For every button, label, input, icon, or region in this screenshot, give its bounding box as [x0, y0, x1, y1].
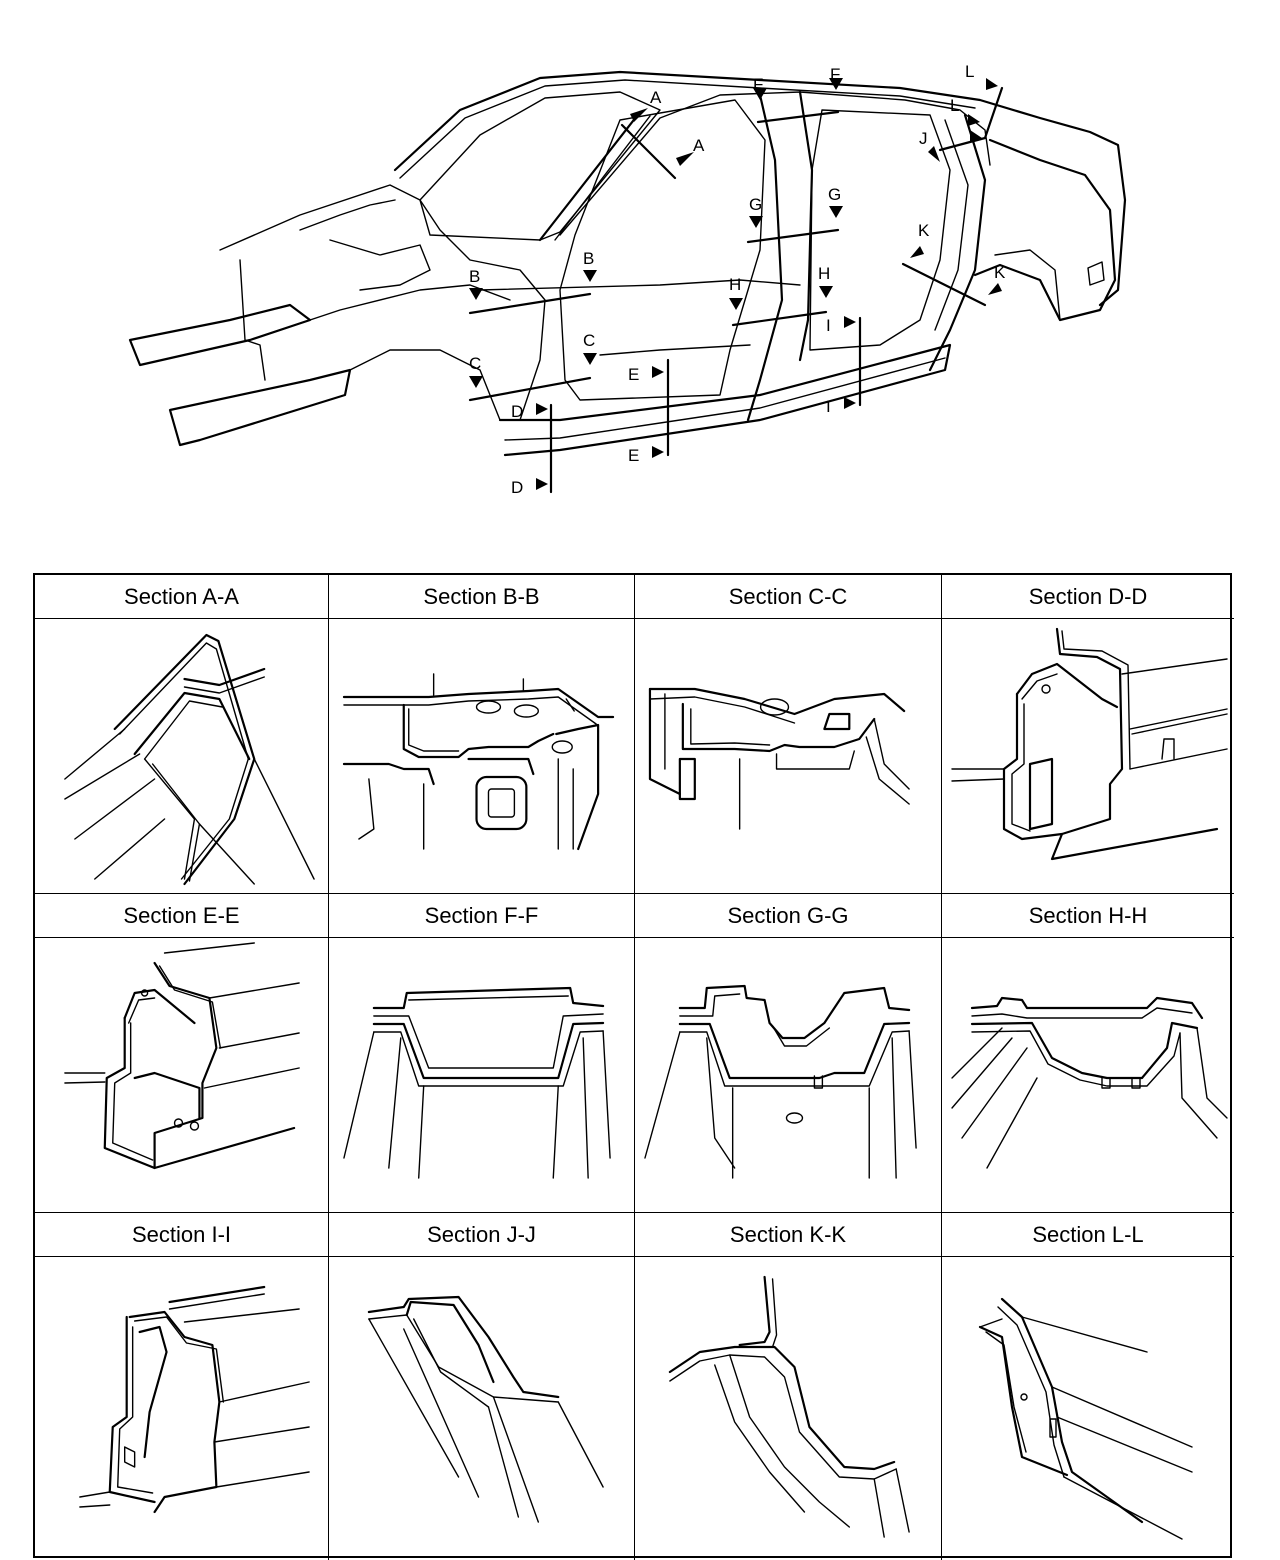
callout-label: I — [826, 397, 831, 416]
section-title: Section L-L — [942, 1213, 1234, 1257]
section-title: Section K-K — [635, 1213, 941, 1257]
callout-label: K — [994, 263, 1006, 282]
callout-label: G — [828, 185, 842, 204]
callout-label: D — [511, 402, 524, 421]
section-title: Section D-D — [942, 575, 1234, 619]
callout-label: H — [729, 275, 742, 294]
section-a-cell: Section A-A — [35, 575, 329, 894]
section-title: Section I-I — [35, 1213, 328, 1257]
section-g-drawing — [635, 938, 941, 1212]
body-shell-drawing — [128, 70, 1127, 494]
callout-label: E — [628, 446, 640, 465]
section-l-drawing — [942, 1257, 1234, 1560]
section-e-drawing — [35, 938, 328, 1212]
section-d-cell: Section D-D — [942, 575, 1234, 894]
section-d-drawing — [942, 619, 1234, 893]
section-l-cell: Section L-L — [942, 1213, 1234, 1560]
section-j-drawing — [329, 1257, 634, 1560]
callout-label: L — [965, 62, 975, 81]
section-title: Section C-C — [635, 575, 941, 619]
section-k-drawing — [635, 1257, 941, 1560]
callout-label: G — [749, 195, 763, 214]
callout-label: B — [583, 249, 595, 268]
body-shell-overview: A A B B C C D D E E F F G G H H I I J K … — [0, 0, 1280, 540]
callout-label: A — [693, 136, 705, 155]
section-h-drawing — [942, 938, 1234, 1212]
section-title: Section G-G — [635, 894, 941, 938]
callout-label: F — [830, 65, 841, 84]
callout-arrows — [469, 78, 1002, 490]
callout-label: C — [469, 354, 482, 373]
section-k-cell: Section K-K — [635, 1213, 942, 1560]
callout-label: L — [950, 96, 960, 115]
section-title: Section A-A — [35, 575, 328, 619]
section-title: Section B-B — [329, 575, 634, 619]
section-j-cell: Section J-J — [329, 1213, 635, 1560]
section-title: Section F-F — [329, 894, 634, 938]
section-b-drawing — [329, 619, 634, 893]
section-title: Section J-J — [329, 1213, 634, 1257]
callout-label: D — [511, 478, 524, 497]
callout-label: A — [650, 88, 662, 107]
section-i-cell: Section I-I — [35, 1213, 329, 1560]
callout-label: C — [583, 331, 596, 350]
section-b-cell: Section B-B — [329, 575, 635, 894]
callout-label: H — [818, 264, 831, 283]
section-grid: Section A-A Section B-B — [33, 573, 1234, 1560]
section-i-drawing — [35, 1257, 328, 1560]
section-c-cell: Section C-C — [635, 575, 942, 894]
section-f-cell: Section F-F — [329, 894, 635, 1213]
section-h-cell: Section H-H — [942, 894, 1234, 1213]
section-title: Section E-E — [35, 894, 328, 938]
section-a-drawing — [35, 619, 328, 893]
callout-label: F — [753, 75, 764, 94]
section-title: Section H-H — [942, 894, 1234, 938]
callout-label: J — [919, 129, 928, 148]
callout-label: E — [628, 365, 640, 384]
section-c-drawing — [635, 619, 941, 893]
callout-label: B — [469, 267, 481, 286]
section-f-drawing — [329, 938, 634, 1212]
section-e-cell: Section E-E — [35, 894, 329, 1213]
callout-label: I — [826, 316, 831, 335]
section-g-cell: Section G-G — [635, 894, 942, 1213]
callout-label: K — [918, 221, 930, 240]
